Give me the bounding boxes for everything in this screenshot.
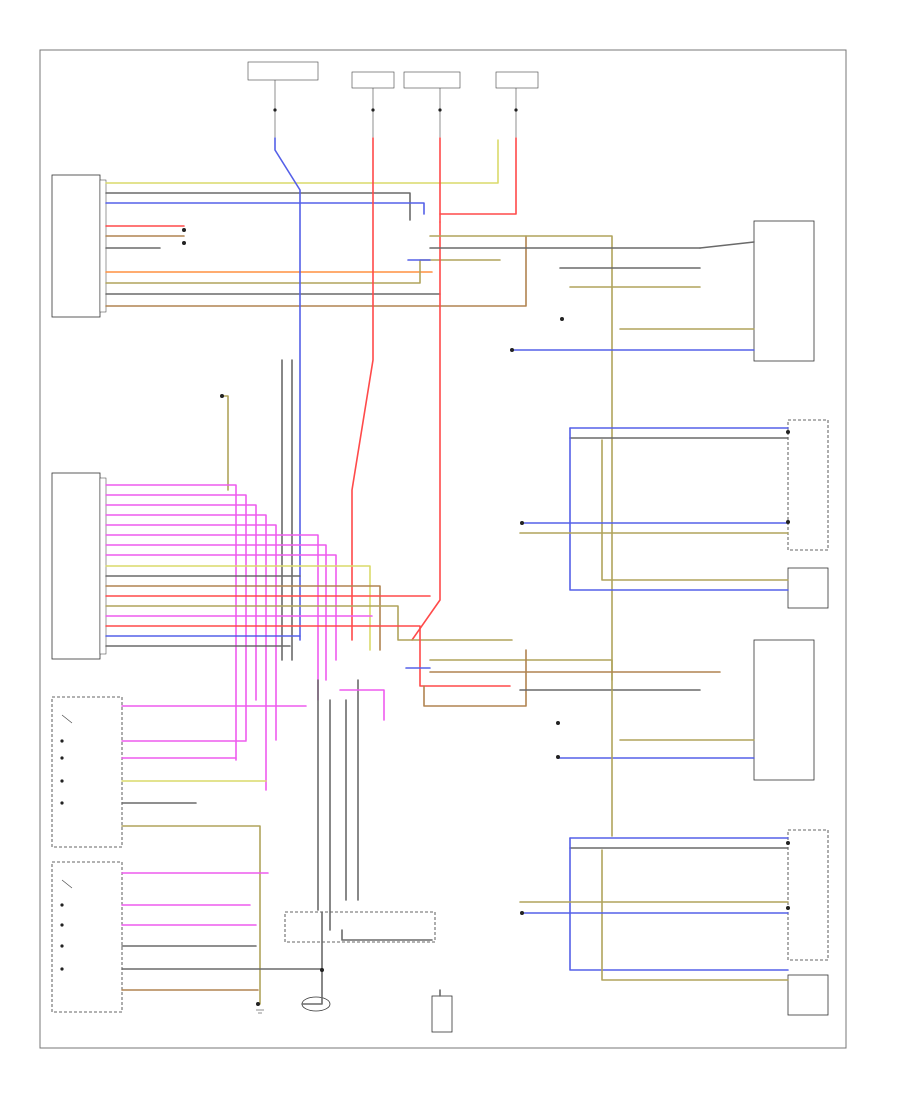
wire-magenta-32	[105, 484, 237, 761]
fuse-block-top	[247, 61, 539, 138]
wire-magenta-33	[105, 494, 247, 741]
markers	[182, 228, 790, 1006]
diagram-frame	[39, 49, 847, 1049]
wire-magenta-39	[105, 554, 337, 661]
wire-red-11	[351, 137, 374, 641]
bottom-ground-symbol	[256, 1009, 264, 1014]
wire-olive-68	[121, 825, 261, 1005]
wire-olive-44	[105, 605, 513, 641]
right-left-rear-window-box	[787, 419, 829, 551]
wire-yellow-0	[105, 139, 499, 184]
wire-red-46	[105, 625, 511, 687]
wire-blue-10	[274, 137, 301, 641]
wire-magenta-35	[105, 514, 267, 791]
left-controller-mid	[51, 472, 107, 660]
right-right-rear-window-box	[787, 829, 829, 961]
wire-olive-60	[601, 849, 789, 981]
wire-red-14	[411, 221, 441, 641]
left-switch-rear	[51, 861, 123, 1013]
wire-magenta-38	[105, 544, 327, 681]
wire-magenta-34	[105, 504, 257, 701]
wire-brown-42	[105, 585, 381, 651]
wire-magenta-36	[105, 524, 277, 741]
wire-gray-80	[301, 911, 323, 1005]
wire-blue-2	[105, 202, 425, 215]
wire-olive-29	[601, 439, 789, 581]
left-switch-driver	[51, 696, 123, 848]
wire-harness	[105, 137, 789, 1005]
wire-blue-59	[569, 837, 789, 971]
wire-olive-7	[105, 259, 501, 284]
wire-gray-22	[699, 241, 755, 249]
bottom-module-box	[284, 911, 453, 1033]
wire-olive-49	[429, 659, 613, 691]
right-right-rear-switch-box	[787, 974, 829, 1016]
right-passenger-motor-box	[753, 639, 815, 781]
wire-gray-81	[341, 929, 433, 941]
right-driver-motor-box	[753, 220, 815, 362]
wire-olive-15	[429, 235, 613, 681]
wire-magenta-79	[339, 689, 385, 721]
wire-brown-9	[105, 235, 527, 307]
left-controller-top	[51, 174, 107, 318]
wire-yellow-40	[105, 565, 371, 651]
wire-blue-28	[569, 427, 789, 591]
right-left-rear-switch-box	[787, 567, 829, 609]
wire-olive-23	[221, 395, 229, 491]
wire-red-13	[439, 137, 517, 215]
wire-brown-52	[423, 649, 527, 707]
wire-magenta-37	[105, 534, 319, 701]
wire-gray-1	[105, 192, 411, 221]
